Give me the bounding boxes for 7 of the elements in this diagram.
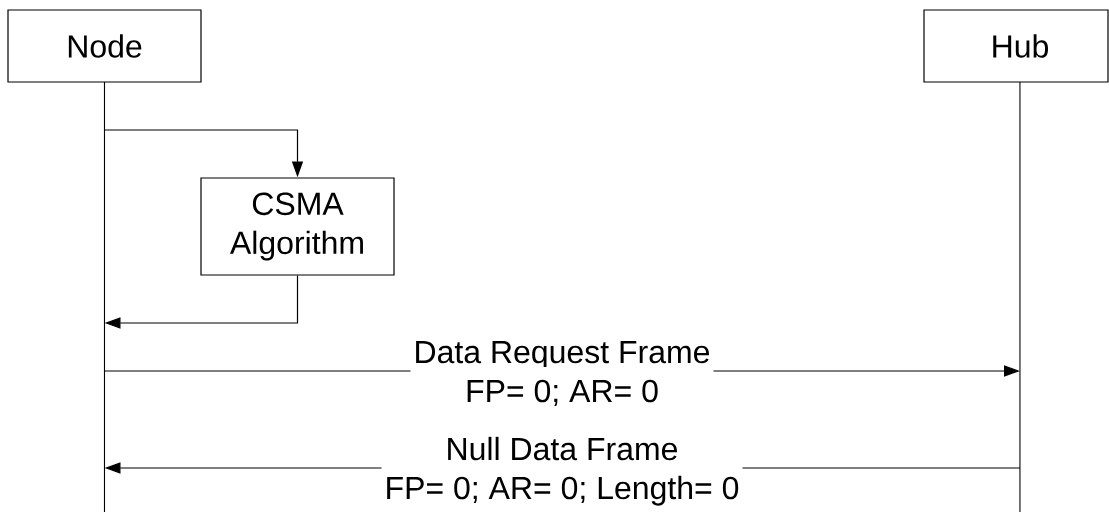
parameter-label: FP= 0; AR= 0 [467,379,658,407]
edge-label: Data Request Frame [416,341,710,370]
lifeline-text: Hub [993,34,1048,58]
parameter-label: FP= 0; AR= 0; Length= 0 [387,475,739,506]
edge-label: Null Data Frame [448,436,677,461]
process-text: CSMA Algorithm [230,192,363,261]
lifeline-text: Node [68,34,142,58]
